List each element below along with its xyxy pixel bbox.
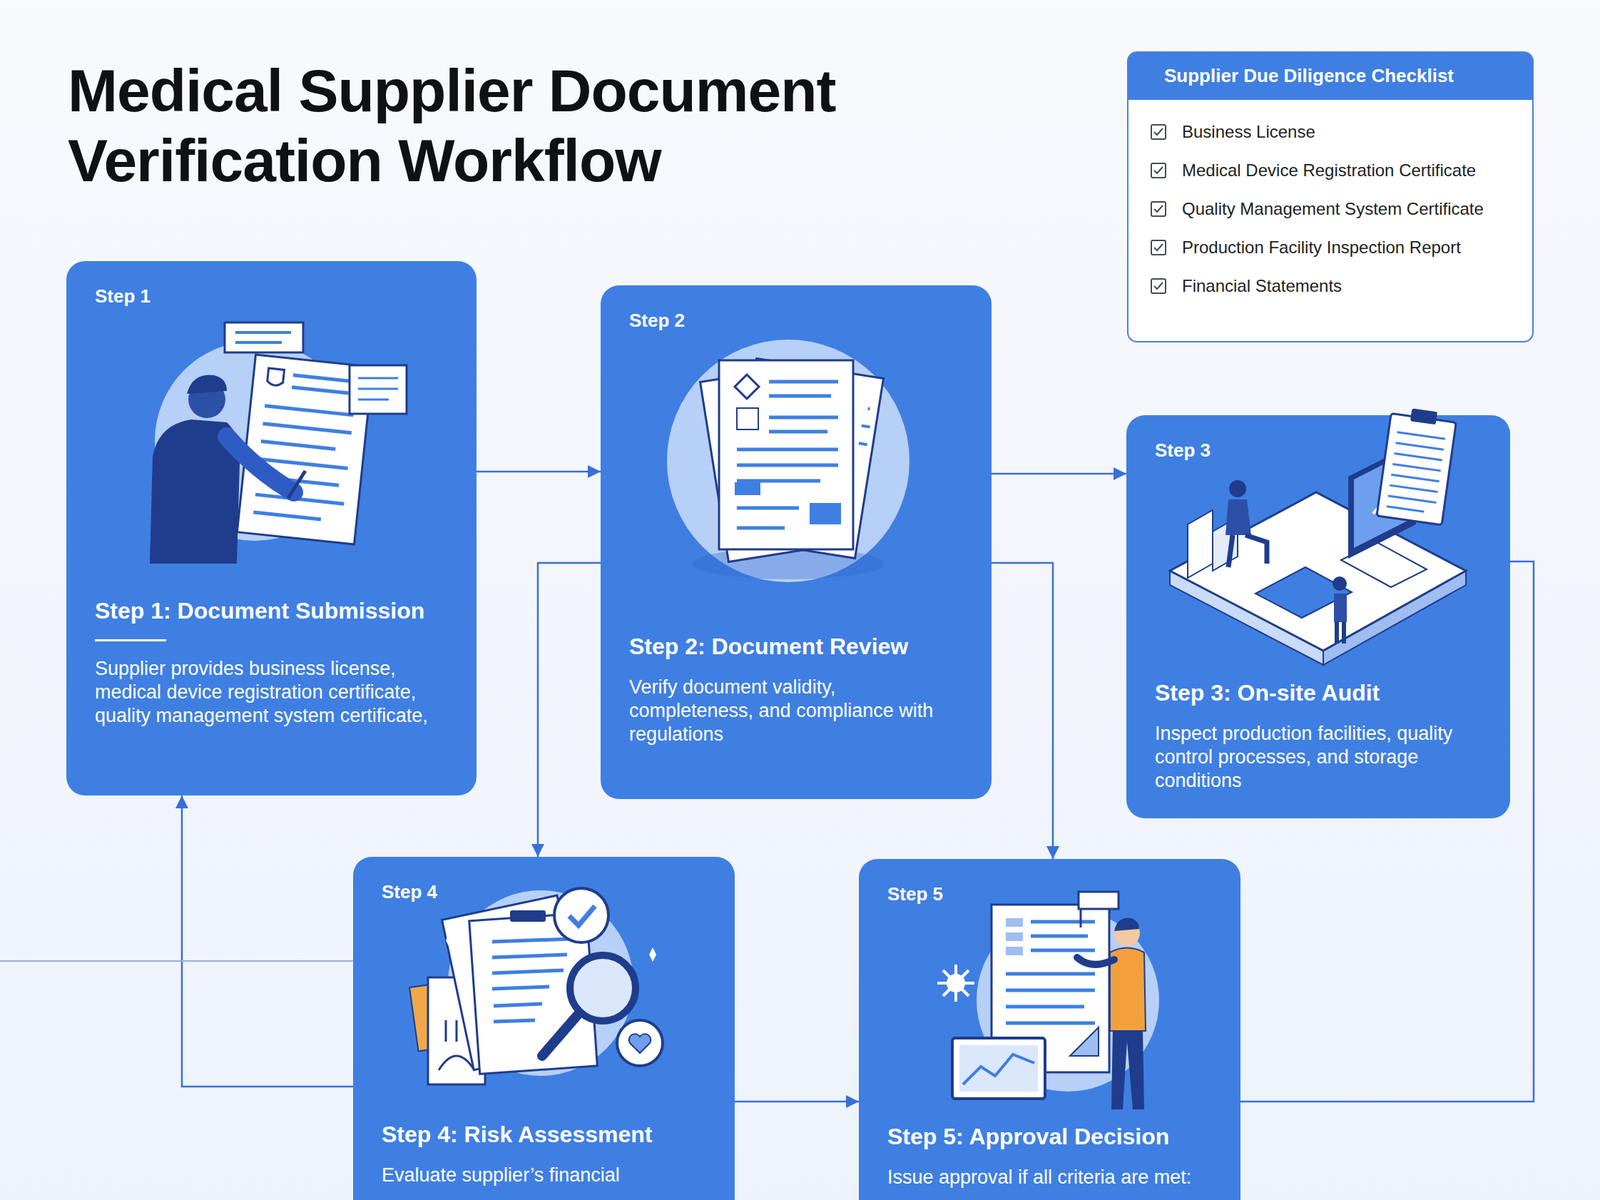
flow-connector [991,562,1053,859]
step-description: Verify document validity, completeness, … [629,675,963,747]
step-number: Step 5 [887,883,1212,906]
step-description: Inspect production facilities, quality c… [1154,721,1482,793]
step-number: Step 3 [1154,439,1482,462]
checklist-item: Medical Device Registration Certificate [1128,159,1533,182]
step-number: Step 2 [629,309,963,332]
diagram-title: Medical Supplier Document Verification W… [67,55,1038,197]
checklist-item: Business License [1128,121,1533,143]
submission-illustration [149,322,407,564]
flow-connector [734,1100,859,1103]
step-description: Supplier provides business license, medi… [94,656,448,728]
step-description: Issue approval if all criteria are met: [887,1165,1212,1190]
step-heading: Step 3: On-site Audit [1154,679,1482,707]
flow-connector [537,562,601,857]
step-heading: Step 2: Document Review [629,632,963,660]
step-box: Step 3 Step 3: On-site AuditInspect produ… [1126,415,1511,819]
review-illustration [666,339,910,583]
step-box: Step 2 Step 2: Document ReviewVerify docu… [600,285,992,799]
risk-illustration [409,888,663,1085]
step-heading: Step 5: Approval Decision [887,1122,1212,1150]
flow-connector [991,472,1127,476]
checklist-panel: Supplier Due Diligence ChecklistBusiness… [1127,51,1534,343]
step-box: Step 5 Step 5: Approval DecisionIssue app… [858,858,1241,1200]
guide-line [0,960,354,962]
checklist-item: Financial Statements [1128,275,1533,297]
flow-connector [476,470,601,473]
checklist-item: Quality Management System Certificate [1128,198,1533,220]
step-description: Evaluate supplier’s financial [381,1163,707,1187]
step-heading: Step 1: Document Submission [94,597,448,642]
step-number: Step 1 [94,285,448,308]
checklist-header: Supplier Due Diligence Checklist [1128,52,1533,100]
flow-connector [181,795,354,1087]
checklist-item: Production Facility Inspection Report [1128,236,1533,259]
approval-illustration [937,891,1160,1110]
step-box: Step 4 Step 4: Risk AssessmentEvaluate su… [353,856,735,1200]
audit-illustration [1169,405,1466,665]
step-heading: Step 4: Risk Assessment [381,1120,707,1148]
step-number: Step 4 [381,880,707,904]
step-box: Step 1 Step 1: Document SubmissionSupplie… [66,261,477,796]
